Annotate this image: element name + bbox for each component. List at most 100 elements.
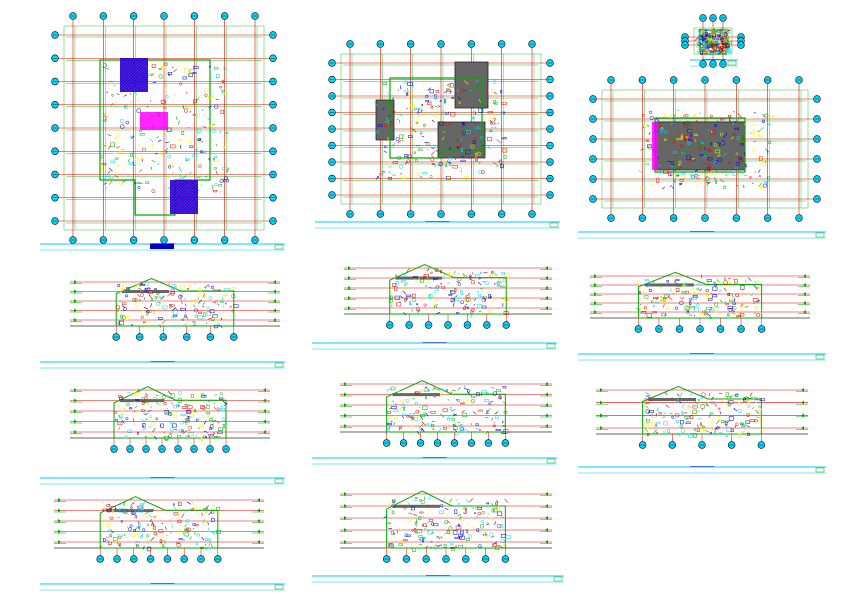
level-marker bbox=[545, 528, 548, 532]
level-marker bbox=[600, 413, 603, 418]
level-marker bbox=[58, 529, 61, 534]
floor-plan-plan-3 bbox=[578, 76, 826, 239]
elevation-elev-5 bbox=[312, 380, 557, 465]
level-marker bbox=[58, 508, 61, 513]
elevation-elev-1 bbox=[40, 277, 285, 369]
scale-marker bbox=[274, 244, 284, 250]
roof-band bbox=[106, 509, 154, 513]
level-marker bbox=[74, 419, 77, 424]
level-marker bbox=[594, 283, 597, 287]
floor-plan-plan-2 bbox=[315, 40, 560, 229]
level-marker bbox=[545, 540, 548, 544]
scale-marker bbox=[274, 478, 284, 484]
level-marker bbox=[74, 318, 77, 322]
level-marker bbox=[803, 301, 806, 305]
level-marker bbox=[545, 286, 548, 290]
level-marker bbox=[545, 382, 548, 386]
roof-band bbox=[392, 504, 441, 508]
level-marker bbox=[545, 403, 548, 407]
level-marker bbox=[74, 280, 77, 284]
scale-marker bbox=[549, 222, 559, 228]
level-marker bbox=[545, 266, 548, 270]
level-marker bbox=[803, 274, 806, 278]
plan-label-box bbox=[150, 244, 174, 249]
level-marker bbox=[344, 492, 347, 496]
building-outline bbox=[99, 59, 211, 216]
elevation-elev-2 bbox=[312, 264, 557, 350]
roof-band bbox=[648, 398, 697, 401]
elevation-elev-6 bbox=[578, 385, 826, 474]
level-marker bbox=[58, 498, 61, 502]
dark-roof-area bbox=[654, 121, 746, 171]
level-marker bbox=[348, 266, 351, 270]
level-marker bbox=[257, 498, 260, 502]
level-marker bbox=[545, 392, 548, 397]
level-marker bbox=[348, 306, 351, 310]
level-marker bbox=[545, 296, 548, 300]
scale-marker bbox=[274, 584, 284, 590]
level-marker bbox=[344, 540, 347, 544]
scale-marker bbox=[274, 362, 284, 368]
level-marker bbox=[344, 403, 347, 407]
level-marker bbox=[801, 413, 804, 418]
level-marker bbox=[257, 529, 260, 534]
floor-plan-plan-1 bbox=[40, 12, 285, 251]
level-marker bbox=[545, 413, 548, 418]
level-marker bbox=[545, 492, 548, 496]
level-marker bbox=[273, 308, 276, 313]
building-outline bbox=[389, 77, 483, 159]
level-marker bbox=[273, 299, 276, 303]
scale-marker bbox=[815, 232, 825, 238]
level-marker bbox=[803, 292, 806, 296]
level-marker bbox=[58, 519, 61, 523]
level-marker bbox=[74, 430, 77, 434]
level-marker bbox=[801, 426, 804, 430]
level-marker bbox=[263, 409, 266, 413]
scale-marker bbox=[815, 467, 825, 473]
elevation-elev-3 bbox=[578, 271, 826, 361]
level-marker bbox=[600, 388, 603, 392]
dark-roof-area bbox=[454, 61, 489, 109]
level-marker bbox=[803, 310, 806, 314]
roof-band bbox=[644, 283, 694, 287]
elevation-sect-1 bbox=[40, 496, 285, 591]
scale-marker bbox=[815, 354, 825, 360]
highlight-room bbox=[652, 122, 658, 170]
level-marker bbox=[545, 276, 548, 280]
level-marker bbox=[594, 301, 597, 305]
level-marker bbox=[545, 424, 548, 428]
level-marker bbox=[545, 306, 548, 310]
highlight-room bbox=[140, 112, 168, 130]
level-marker bbox=[273, 318, 276, 322]
level-marker bbox=[74, 289, 77, 294]
level-marker bbox=[801, 400, 804, 405]
level-marker bbox=[600, 426, 603, 430]
level-marker bbox=[344, 382, 347, 386]
level-marker bbox=[348, 286, 351, 290]
level-marker bbox=[74, 388, 77, 392]
level-marker bbox=[600, 400, 603, 405]
level-marker bbox=[58, 540, 61, 544]
level-marker bbox=[74, 398, 77, 403]
level-marker bbox=[594, 310, 597, 314]
level-marker bbox=[344, 504, 347, 508]
level-marker bbox=[273, 280, 276, 284]
level-marker bbox=[74, 409, 77, 413]
level-marker bbox=[594, 274, 597, 278]
dark-roof-area bbox=[375, 99, 395, 141]
level-marker bbox=[263, 398, 266, 403]
elevation-sect-2 bbox=[312, 490, 564, 583]
level-marker bbox=[344, 424, 347, 428]
scale-marker bbox=[727, 60, 737, 66]
level-marker bbox=[545, 516, 548, 520]
roof-band bbox=[122, 290, 170, 293]
level-marker bbox=[74, 308, 77, 313]
level-marker bbox=[545, 504, 548, 508]
level-marker bbox=[344, 516, 347, 520]
scale-marker bbox=[546, 458, 556, 464]
level-marker bbox=[803, 283, 806, 287]
level-marker bbox=[263, 430, 266, 434]
level-marker bbox=[348, 296, 351, 300]
level-marker bbox=[344, 392, 347, 397]
level-marker bbox=[594, 292, 597, 296]
